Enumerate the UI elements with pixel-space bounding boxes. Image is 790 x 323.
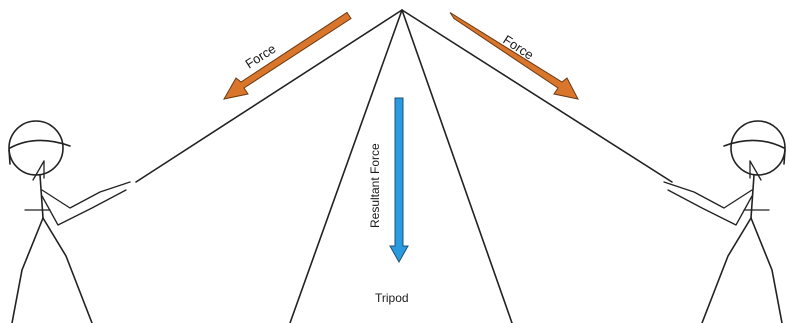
ropes	[135, 9, 673, 183]
tripod	[289, 9, 513, 323]
helmet-icon	[8, 120, 71, 176]
rope-left	[135, 9, 403, 183]
force-arrow-left	[223, 11, 352, 100]
force-arrow-right	[449, 12, 579, 100]
person-left	[8, 120, 131, 323]
resultant-force-arrow	[389, 97, 409, 264]
rope-right	[401, 9, 673, 183]
tripod-label: Tripod	[375, 291, 409, 305]
person-right	[663, 120, 786, 323]
tripod-leg-right	[401, 9, 513, 323]
helmet-icon	[723, 120, 786, 176]
tripod-leg-left	[289, 9, 403, 323]
resultant-force-label: Resultant Force	[368, 143, 382, 228]
